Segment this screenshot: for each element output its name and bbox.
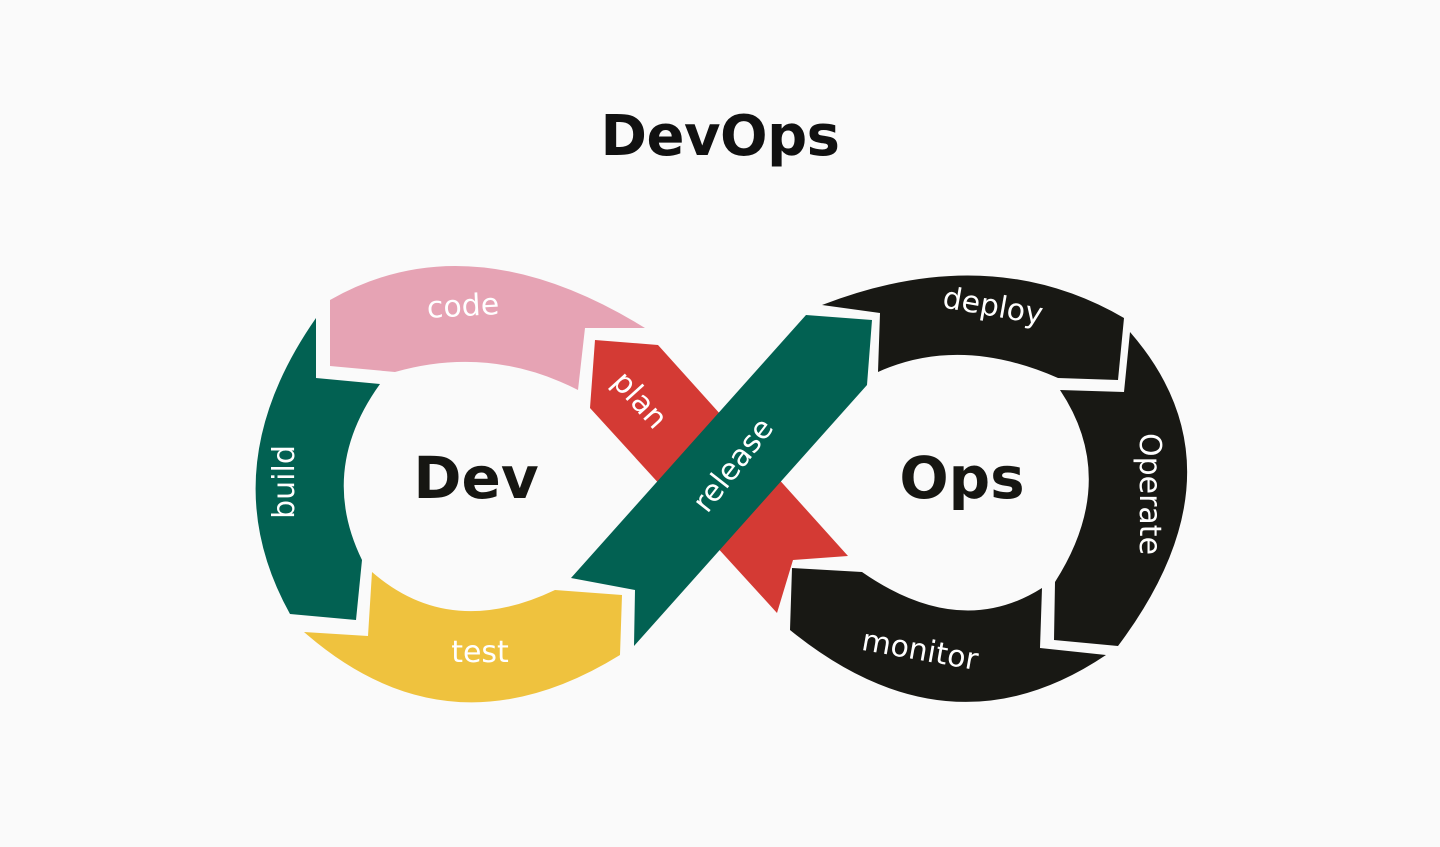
build-segment: [255, 318, 380, 620]
operate-label: Operate: [1132, 433, 1167, 555]
ops-center-label: Ops: [899, 444, 1024, 512]
operate-segment: [1054, 332, 1188, 646]
build-label: build: [267, 445, 302, 519]
diagram-title: DevOps: [600, 104, 841, 169]
deploy-segment: [822, 275, 1124, 380]
monitor-segment: [790, 568, 1106, 702]
code-segment: [330, 265, 645, 390]
code-label: code: [426, 287, 500, 326]
test-segment: [304, 572, 622, 703]
dev-center-label: Dev: [413, 444, 538, 512]
release-ribbon: [571, 315, 872, 646]
test-label: test: [451, 635, 509, 670]
